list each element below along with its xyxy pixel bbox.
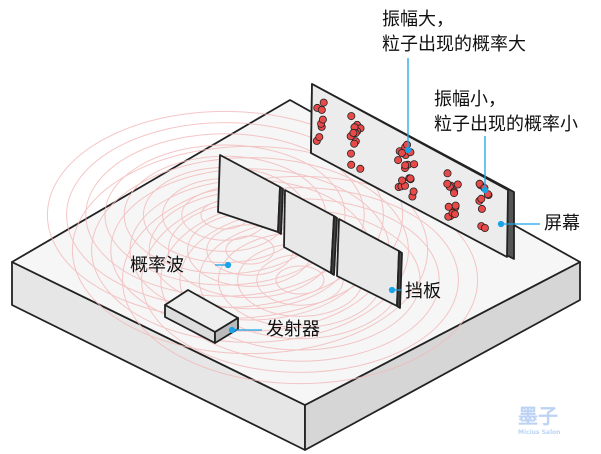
wave-arc [121,175,479,385]
particle-dot [406,174,415,183]
particle-dots [312,98,493,232]
logo-text: 墨子 [518,404,558,428]
particle-dot [317,105,326,114]
particle-dot [349,128,358,137]
particle-dot [397,176,406,185]
particle-dot [347,160,356,169]
screen-label: 屏幕 [544,213,580,234]
particle-dot [477,204,486,213]
leader-lines [215,58,540,334]
wave-arc [275,265,325,295]
particle-dot [451,201,460,210]
particle-dot [450,210,459,219]
particle-dot [356,164,365,173]
particle-dot [480,223,489,232]
barrier-label: 挡板 [405,281,441,302]
particle-dot [315,133,324,142]
particle-dot [409,187,418,196]
particle-dot [453,180,462,189]
probability-wave-label: 概率波 [130,255,184,276]
particle-dot [394,156,403,165]
wave-arc [85,133,365,297]
barriers [217,154,403,309]
wave-arc [71,145,429,355]
particle-dot [477,194,486,203]
wave-arc [141,187,459,373]
particle-dot [347,112,356,121]
particle-dot [443,169,452,178]
particle-dot [346,149,355,158]
logo-subtext: Micius Salon [518,429,561,436]
particle-dot [444,202,453,211]
particle-dot [318,115,327,124]
emitter-label: 发射器 [266,319,320,340]
particle-dot [450,189,459,198]
particle-dot [443,179,452,188]
wave-arc [225,235,275,265]
particle-dot [350,139,359,148]
particle-dot [401,161,410,170]
particle-dot [410,160,419,169]
large-amplitude-label-line1: 振幅大， [382,9,454,30]
emitter [164,289,239,344]
particle-dot [397,148,406,157]
particle-dot [319,98,328,107]
small-amplitude-label-line2: 粒子出现的概率小 [434,114,578,135]
small-amplitude-label-line1: 振幅小， [434,89,506,110]
large-amplitude-label-line2: 粒子出现的概率大 [382,34,526,55]
